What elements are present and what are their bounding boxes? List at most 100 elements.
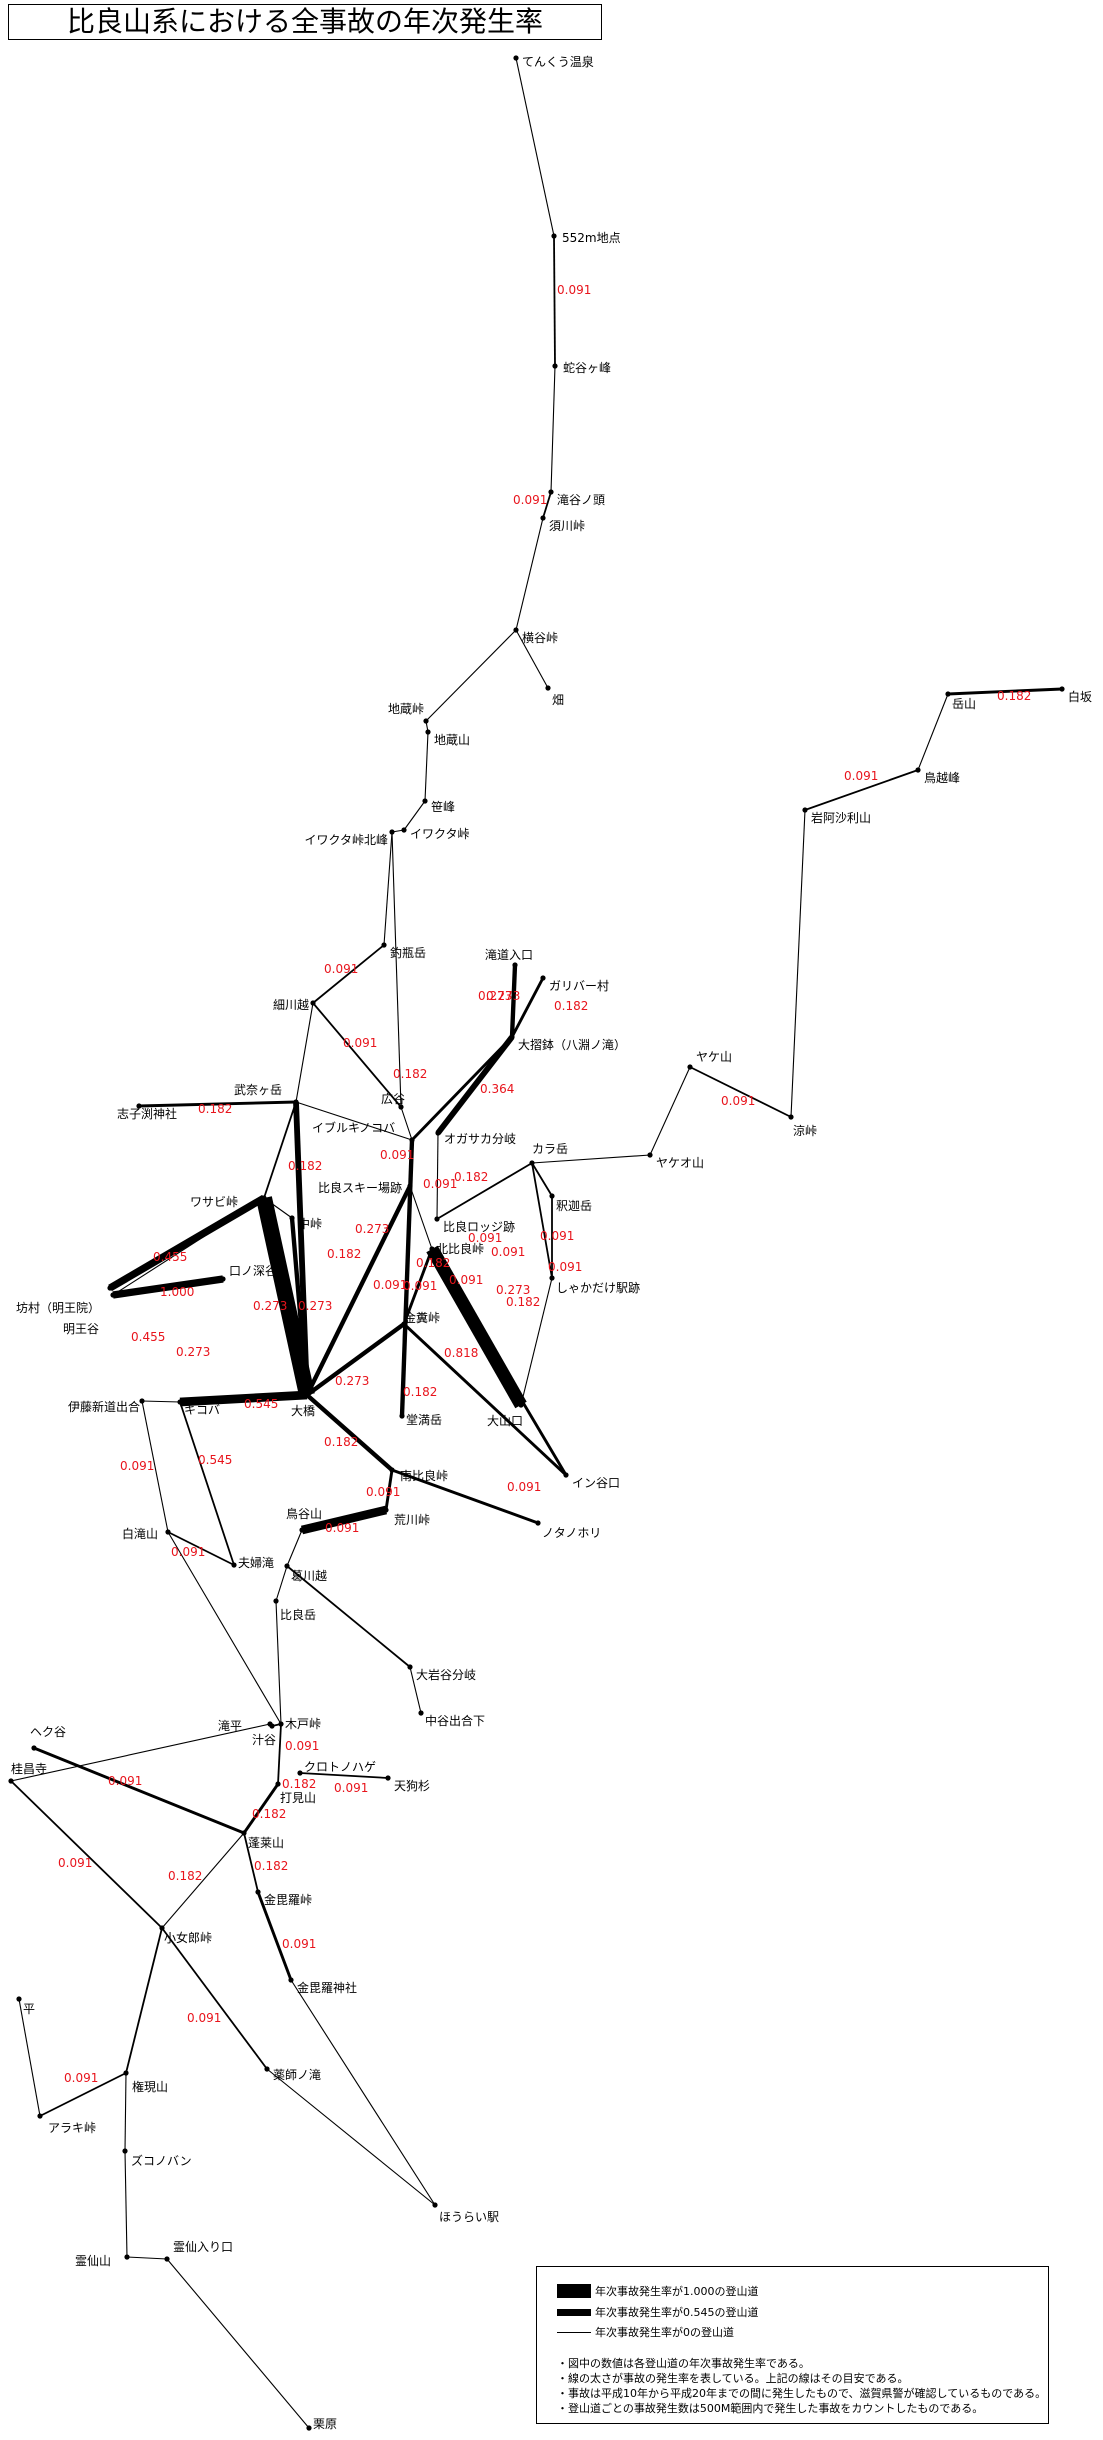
place-label: 滝平 <box>218 1719 242 1733</box>
legend-line-thin <box>557 2331 591 2333</box>
rate-label: 0.091 <box>373 1278 407 1292</box>
rate-label: 0.091 <box>557 283 591 297</box>
rate-label: 0.273 <box>335 1374 369 1388</box>
trail-node <box>1059 686 1065 692</box>
place-label: ヘク谷 <box>30 1725 66 1739</box>
trail-edge <box>300 1505 388 1535</box>
trail-edge <box>553 235 556 367</box>
trail-edge <box>435 1035 515 1135</box>
trail-node <box>529 1160 535 1166</box>
trail-edge <box>295 1002 314 1103</box>
trail-edge <box>409 1185 433 1250</box>
trail-node <box>122 2148 128 2154</box>
trail-edge <box>947 687 1063 696</box>
rate-label: 0.182 <box>506 1295 540 1309</box>
trail-edge <box>542 491 552 519</box>
trail-edge <box>305 1185 412 1396</box>
place-label: 滝道入口 <box>485 948 533 962</box>
trail-edge <box>531 1154 651 1164</box>
trail-node <box>293 1099 299 1105</box>
rate-label: 0.455 <box>153 1250 187 1264</box>
trail-node <box>401 1321 407 1327</box>
place-label: 中峠 <box>298 1216 322 1231</box>
trail-edge <box>410 1035 514 1142</box>
rate-label: 0.273 <box>496 1283 530 1297</box>
rate-label: 0.091 <box>120 1459 154 1473</box>
legend-item-1000: 年次事故発生率が1.000の登山道 <box>557 2283 759 2299</box>
trail-edge <box>436 1132 439 1220</box>
trail-edge <box>293 1101 310 1396</box>
legend-note: ・線の太さが事故の発生率を表している。上記の線はその目安である。 <box>557 2372 909 2385</box>
rate-label: 0.273 <box>176 1345 210 1359</box>
trail-edge <box>312 1002 402 1108</box>
place-label: ノタノホリ <box>542 1526 601 1540</box>
place-label: 夫婦滝 <box>238 1555 274 1570</box>
place-label: 須川峠 <box>549 518 585 533</box>
place-label: キコバ <box>184 1403 220 1417</box>
trail-node <box>429 1246 435 1252</box>
trail-node <box>512 962 518 968</box>
trail-node <box>383 1507 389 1513</box>
place-label: 広谷 <box>381 1092 405 1106</box>
trail-edge <box>531 1162 553 1279</box>
trail-node <box>381 942 387 948</box>
rate-label: 0.091 <box>491 1245 525 1259</box>
trail-edge <box>167 1531 282 1725</box>
place-label: 栗原 <box>313 2417 337 2431</box>
place-label: オガサカ分岐 <box>444 1132 516 1146</box>
trail-edge <box>275 1565 288 1602</box>
trail-edge <box>520 1277 553 1406</box>
rate-label: 0.182 <box>416 1256 450 1270</box>
place-label: 釈迦岳 <box>556 1199 592 1213</box>
trail-node <box>289 1215 295 1221</box>
trail-edge <box>243 1832 259 1893</box>
rate-label: 0.182 <box>997 689 1031 703</box>
place-label: イワクタ峠北峰 <box>304 832 388 847</box>
trail-node <box>788 1114 794 1120</box>
page-title: 比良山系における全事故の年次発生率 <box>8 4 602 40</box>
place-label: 金毘羅神社 <box>297 1980 357 1995</box>
trail-edge <box>550 365 556 493</box>
trail-edge <box>112 1275 224 1299</box>
legend-note: ・事故は平成10年から平成20年までの間に発生したもので、滋賀県警が確認している… <box>557 2387 1047 2400</box>
place-label: 鳥越峰 <box>924 770 960 785</box>
place-label: 地蔵山 <box>434 733 470 747</box>
trail-node <box>945 691 951 697</box>
trail-node <box>513 627 519 633</box>
trail-edge <box>312 944 385 1004</box>
place-label: 白滝山 <box>122 1526 158 1541</box>
place-label: ヤケオ山 <box>656 1156 704 1170</box>
rate-label: 0.091 <box>721 1094 755 1108</box>
place-label: 釣瓶岳 <box>390 945 426 960</box>
trail-edge <box>266 2068 436 2206</box>
trail-edge <box>403 800 426 831</box>
trail-edge <box>124 2150 128 2258</box>
rate-label: 0.182 <box>254 1859 288 1873</box>
trail-edge <box>409 1666 422 1714</box>
place-label: 霊仙入り口 <box>173 2240 233 2254</box>
trail-edge <box>161 1927 268 2070</box>
trail-edge <box>10 1780 163 1929</box>
rate-label: 0.182 <box>168 1869 202 1883</box>
rate-label: 0.818 <box>444 1346 478 1360</box>
place-label: アラキ峠 <box>48 2120 96 2135</box>
legend-item-0: 年次事故発生率が0の登山道 <box>557 2324 734 2340</box>
trail-edge <box>917 693 949 771</box>
trail-node <box>139 1398 145 1404</box>
trail-edge <box>286 1529 303 1567</box>
place-label: 堂満岳 <box>406 1413 442 1427</box>
place-label: 岩阿沙利山 <box>811 810 871 825</box>
place-label: 薬師ノ滝 <box>273 2068 321 2082</box>
trail-edge <box>790 809 806 1118</box>
rate-label: 0.545 <box>198 1453 232 1467</box>
trail-edge <box>10 1723 271 1782</box>
trail-node <box>16 1996 22 2002</box>
trail-edge <box>161 1832 245 1929</box>
trail-edge <box>141 1400 181 1403</box>
place-label: 中谷出合下 <box>425 1713 485 1728</box>
trail-node <box>915 767 921 773</box>
rate-label: 0.091 <box>64 2071 98 2085</box>
trail-node <box>552 363 558 369</box>
trail-node <box>31 1745 37 1751</box>
trail-node <box>563 1472 569 1478</box>
